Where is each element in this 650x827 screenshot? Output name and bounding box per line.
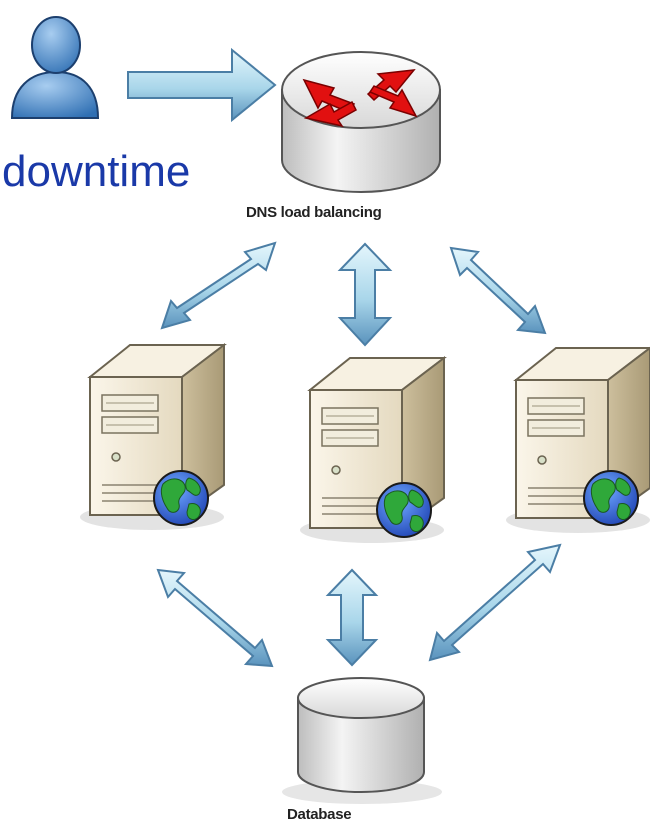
- database-icon: [282, 677, 442, 804]
- server-left-to-database-arrow: [156, 568, 274, 668]
- router-icon: [281, 51, 441, 193]
- globe-icon: [376, 482, 432, 538]
- dns-to-server-center-arrow: [337, 242, 393, 347]
- dns-to-server-right-arrow: [449, 246, 547, 335]
- globe-icon: [583, 470, 639, 526]
- user-to-dns-arrow: [127, 47, 277, 123]
- page-heading: downtime: [2, 147, 191, 196]
- web-server-left: [79, 344, 225, 531]
- dns-load-balancing-label: DNS load balancing: [246, 204, 382, 221]
- web-server-right: [505, 347, 650, 534]
- server-right-to-database-arrow: [428, 543, 562, 662]
- user-icon: [10, 16, 100, 119]
- web-server-center: [299, 357, 445, 544]
- dns-to-server-left-arrow: [160, 241, 277, 330]
- globe-icon: [153, 470, 209, 526]
- database-label: Database: [287, 806, 352, 823]
- server-center-to-database-arrow: [325, 568, 379, 667]
